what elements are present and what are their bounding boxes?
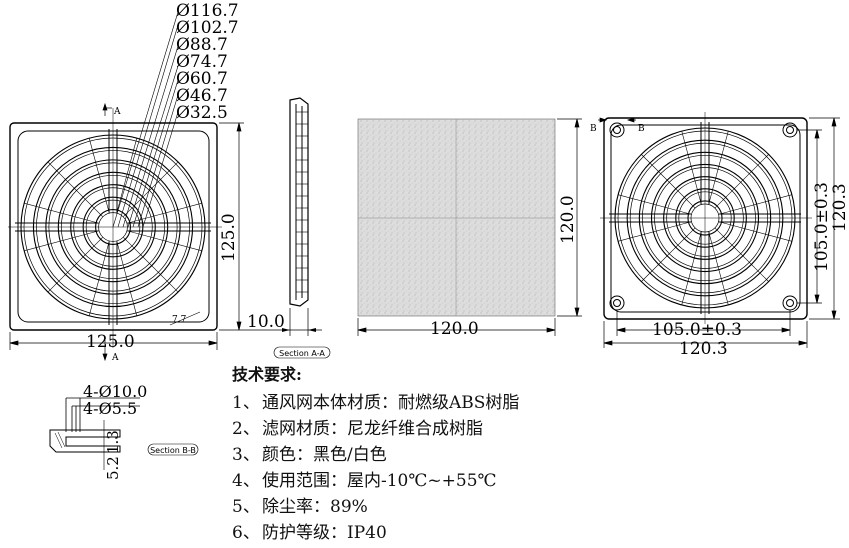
section-a-bottom-marker: A	[111, 353, 119, 363]
diameter-label-1: Ø116.7	[176, 1, 239, 21]
grill-rib	[718, 194, 793, 215]
section-a-top-marker: A	[113, 107, 121, 117]
section-a-caption: Section A-A	[273, 346, 331, 359]
back-pitch-y-label: 105.0±0.3	[812, 182, 832, 272]
section-b-hole-large: 4-Ø10.0	[83, 382, 147, 401]
section-b-caption: Section B-B	[147, 443, 199, 456]
diameter-label-4: Ø74.7	[176, 52, 228, 72]
front-width-dimension	[9, 332, 218, 350]
grill-rib	[88, 138, 110, 214]
front-height-label: 125.0	[219, 213, 239, 262]
filter-width-label: 120.0	[430, 319, 479, 339]
front-grill-spokes	[15, 129, 211, 325]
grill-rib	[708, 231, 729, 306]
section-b-detail	[49, 397, 140, 470]
diameter-label-7: Ø32.5	[176, 103, 228, 123]
diameter-leaders	[112, 11, 179, 228]
back-pitch-x-label: 105.0±0.3	[652, 320, 742, 340]
diameter-label-6: Ø46.7	[176, 86, 228, 106]
back-view	[598, 112, 840, 348]
grill-rib	[718, 221, 793, 242]
back-outer-frame	[603, 117, 808, 320]
spec-item: 4、使用范围：屋内-10℃~+55℃	[232, 471, 497, 491]
side-view	[244, 97, 322, 336]
back-overall-y-label: 120.3	[830, 183, 849, 232]
diameter-label-2: Ø102.7	[176, 18, 239, 38]
grill-rib	[126, 202, 202, 224]
front-corner-label: 7.7	[172, 315, 187, 325]
grill-rib	[681, 231, 702, 306]
grill-rib	[116, 240, 138, 316]
diameter-label-5: Ø60.7	[176, 69, 228, 89]
diameter-label-3: Ø88.7	[176, 35, 228, 55]
grill-rib	[617, 221, 692, 242]
side-thickness-label: 10.0	[247, 312, 285, 332]
grill-rib	[708, 130, 729, 205]
section-b-dim-1: 1.3	[104, 430, 122, 454]
grill-rib	[681, 130, 702, 205]
specs-title: 技术要求:	[232, 365, 302, 384]
section-b-left-marker: B	[590, 124, 597, 134]
grill-rib	[126, 230, 202, 252]
side-view-ribs	[296, 111, 308, 293]
spec-item: 3、颜色：黑色/白色	[232, 445, 387, 465]
back-grill-spokes	[609, 122, 801, 314]
grill-rib	[641, 227, 696, 282]
spec-item: 6、防护等级：IP40	[232, 523, 387, 543]
svg-text:Section B-B: Section B-B	[150, 446, 196, 455]
grill-rib	[88, 240, 110, 316]
back-overall-x-label: 120.3	[679, 339, 728, 359]
grill-rib	[47, 161, 104, 218]
grill-rib	[116, 138, 138, 214]
section-b-dim-2: 5.2	[104, 456, 122, 480]
spec-item: 1、通风网本体材质：耐燃级ABS树脂	[232, 393, 520, 413]
front-inner-frame	[17, 130, 210, 323]
grill-rib	[47, 236, 104, 293]
front-height-dimension	[219, 122, 244, 331]
svg-text:Section A-A: Section A-A	[279, 349, 325, 358]
spec-item: 5、除尘率：89%	[232, 497, 368, 517]
grill-rib	[714, 154, 769, 209]
back-inner-frame	[610, 124, 801, 313]
grill-rib	[122, 161, 179, 218]
technical-requirements: 技术要求: 1、通风网本体材质：耐燃级ABS树脂 2、滤网材质：尼龙纤维合成树脂…	[232, 364, 519, 546]
grill-rib	[24, 230, 100, 252]
filter-view	[357, 118, 582, 336]
filter-height-label: 120.0	[558, 195, 578, 244]
diameter-labels: Ø116.7 Ø102.7 Ø88.7 Ø74.7 Ø60.7 Ø46.7 Ø3…	[176, 1, 239, 123]
spec-item: 2、滤网材质：尼龙纤维合成树脂	[232, 419, 483, 439]
front-view	[8, 11, 244, 362]
grill-rib	[122, 236, 179, 293]
filter-foam	[357, 118, 556, 317]
section-b-hole-small: 4-Ø5.5	[83, 399, 137, 418]
section-b-right-marker: B	[638, 124, 645, 134]
section-a-markers	[102, 102, 112, 362]
grill-rib	[714, 227, 769, 282]
front-outer-frame	[9, 122, 218, 331]
front-width-label: 125.0	[86, 332, 135, 352]
grill-rib	[24, 202, 100, 224]
grill-rib	[641, 154, 696, 209]
grill-rib	[617, 194, 692, 215]
